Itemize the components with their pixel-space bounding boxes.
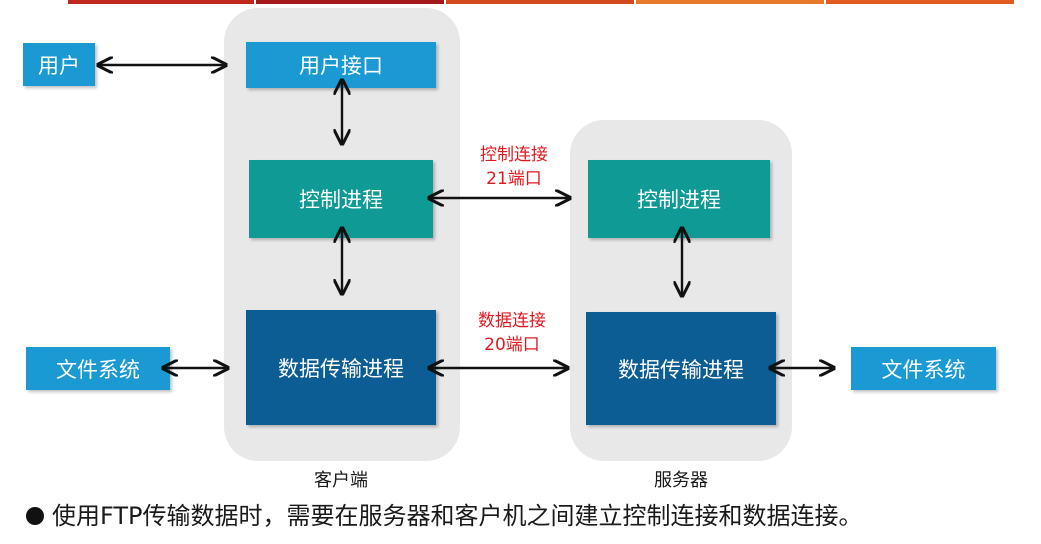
client-data-box: 数据传输进程 <box>246 310 436 425</box>
footer-text: 使用FTP传输数据时，需要在服务器和客户机之间建立控制连接和数据连接。 <box>52 502 863 530</box>
server-control-box: 控制进程 <box>588 160 770 238</box>
top-strip-2 <box>256 0 444 4</box>
control-connection-port: 21端口 <box>486 169 542 189</box>
control-connection-line1: 控制连接 <box>480 145 548 165</box>
client-data-label: 数据传输进程 <box>278 356 404 381</box>
client-filesystem-label: 文件系统 <box>56 357 140 382</box>
server-data-label: 数据传输进程 <box>618 357 744 382</box>
server-data-box: 数据传输进程 <box>586 312 776 425</box>
client-control-label: 控制进程 <box>299 188 383 212</box>
top-strip-4 <box>636 0 824 4</box>
client-caption: 客户端 <box>314 470 368 491</box>
data-connection-port: 20端口 <box>484 335 540 355</box>
user-label: 用户 <box>38 53 80 78</box>
server-caption: 服务器 <box>654 470 708 491</box>
top-strip-1 <box>68 0 254 4</box>
client-control-box: 控制进程 <box>249 160 433 238</box>
server-control-label: 控制进程 <box>637 188 721 212</box>
server-filesystem-label: 文件系统 <box>881 357 966 382</box>
server-filesystem-box: 文件系统 <box>851 347 996 390</box>
client-ui-label: 用户接口 <box>299 54 383 78</box>
client-filesystem-box: 文件系统 <box>26 347 170 390</box>
user-box: 用户 <box>23 43 95 86</box>
top-strip-3 <box>446 0 634 4</box>
data-connection-line1: 数据连接 <box>478 311 546 331</box>
footer-note: 使用FTP传输数据时，需要在服务器和客户机之间建立控制连接和数据连接。 <box>26 496 863 531</box>
control-connection-label: 控制连接 21端口 <box>460 143 568 191</box>
bullet-icon <box>26 507 44 525</box>
top-strip-5 <box>826 0 1014 4</box>
data-connection-label: 数据连接 20端口 <box>458 309 566 357</box>
